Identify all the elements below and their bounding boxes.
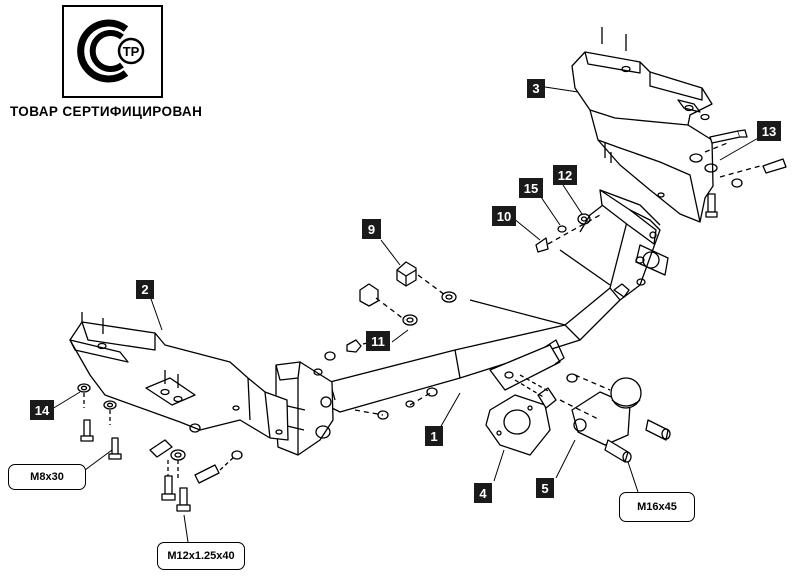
- callout-13: 13: [757, 121, 781, 141]
- svg-text:ТР: ТР: [123, 44, 140, 59]
- certification-logo: ТР: [62, 5, 163, 98]
- left-bracket: [69, 312, 289, 441]
- left-fasteners: [77, 383, 243, 512]
- callout-10: 10: [492, 206, 516, 226]
- right-bracket: [571, 27, 714, 223]
- leader-lines: [51, 86, 761, 543]
- callout-3: 3: [527, 79, 545, 98]
- callout-4: 4: [474, 483, 492, 503]
- tow-ball: [504, 371, 671, 463]
- callout-12: 12: [553, 165, 577, 185]
- callout-15: 15: [519, 178, 543, 198]
- callout-5: 5: [536, 478, 554, 498]
- beam-fasteners: [324, 213, 646, 420]
- certification-title: ТОВАР СЕРТИФИЦИРОВАН: [10, 104, 203, 119]
- bolt-spec-m16: M16x45: [619, 492, 695, 522]
- callout-11: 11: [366, 331, 390, 351]
- callout-9: 9: [362, 219, 381, 239]
- callout-1: 1: [425, 426, 443, 446]
- bolt-spec-m8: M8x30: [8, 464, 86, 490]
- bolt-spec-m12: M12x1.25x40: [157, 542, 245, 570]
- bolt-13-pair: [689, 129, 787, 218]
- socket-plate: [485, 374, 557, 456]
- callout-14: 14: [30, 400, 54, 420]
- main-crossbeam: [275, 189, 669, 456]
- callout-2: 2: [136, 280, 154, 299]
- certification-mark: ТР: [77, 19, 145, 83]
